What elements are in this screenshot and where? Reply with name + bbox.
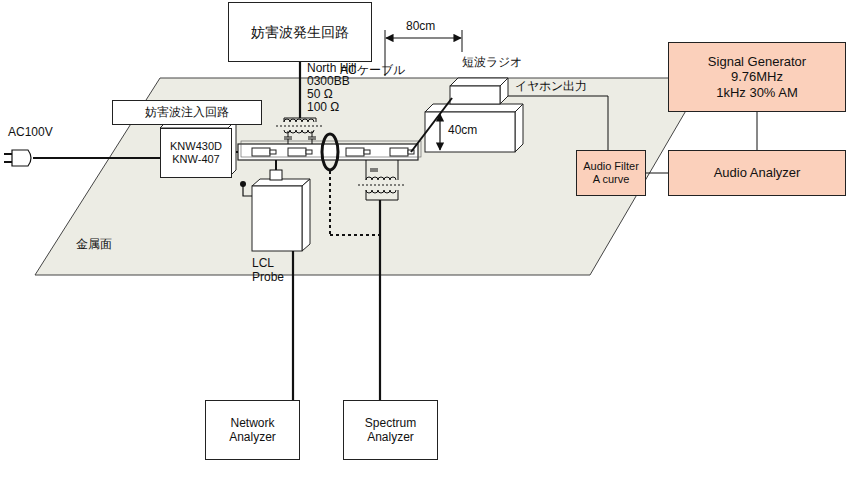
box-text: 1kHz 30% AM [716,85,798,101]
lisn-box: KNW430D KNW-407 [160,128,232,178]
injection-transformer [276,118,324,144]
generator-box: 妨害波発生回路 [228,2,372,62]
ac-cable [33,157,160,159]
box-text: 妨害波発生回路 [251,24,349,41]
monitor-transformer [358,160,404,200]
box-text: Network Analyzer [218,416,288,445]
box-text: 9.76MHz [731,69,783,85]
probe-label: LCL Probe [252,257,288,285]
signal-cable [757,112,758,150]
spectrum-cable [379,200,381,400]
impedance-label: 50 Ω [307,88,333,102]
network-cable [292,251,294,400]
plane-label: 金属面 [76,238,112,252]
cable-label: ACケーブル [340,64,405,78]
filter-box: Audio Filter A curve [576,150,646,196]
shortwave-radio [450,78,508,104]
injection-label-box: 妨害波注入回路 [112,100,262,125]
power-strip [238,141,421,160]
instrument-box: Spectrum Analyzer [343,400,438,460]
dimension-arrow [386,37,461,38]
box-text: 妨害波注入回路 [145,105,229,119]
dimension-label: 40cm [448,124,477,138]
probe-dotted-cable [330,234,380,236]
box-text: Audio Analyzer [714,165,801,181]
lcl-probe-box [252,160,310,251]
part-label: 0300BB [307,75,350,89]
current-probe-loop [322,134,338,170]
output-label: イヤホン出力 [515,80,587,94]
signal-cable [646,173,668,174]
earphone-cable [508,96,608,150]
box-text: Signal Generator [708,54,806,70]
dimension-tick [462,30,463,52]
box-text: KNW430D KNW-407 [166,140,226,166]
instrument-box: Network Analyzer [205,400,300,460]
ac-plug [4,150,31,166]
ac-cable-to-radio [411,98,452,152]
metal-plane [35,78,705,275]
dimension-label: 80cm [406,20,435,34]
radio-stand [425,104,523,152]
generator-feed [299,62,301,118]
box-text: Audio Filter A curve [582,160,640,186]
instrument-box: Signal Generator9.76MHz1kHz 30% AM [668,42,846,112]
lisn-to-strip-cable [236,151,238,153]
device-label: 短波ラジオ [462,56,522,70]
supply-label: AC100V [8,126,53,140]
impedance-label: 100 Ω [307,101,339,115]
instrument-box: Audio Analyzer [668,150,846,196]
box-text: Spectrum Analyzer [356,416,426,445]
dimension-arrow [439,114,440,150]
ground-lead [243,184,252,196]
probe-dotted-cable [329,171,331,235]
